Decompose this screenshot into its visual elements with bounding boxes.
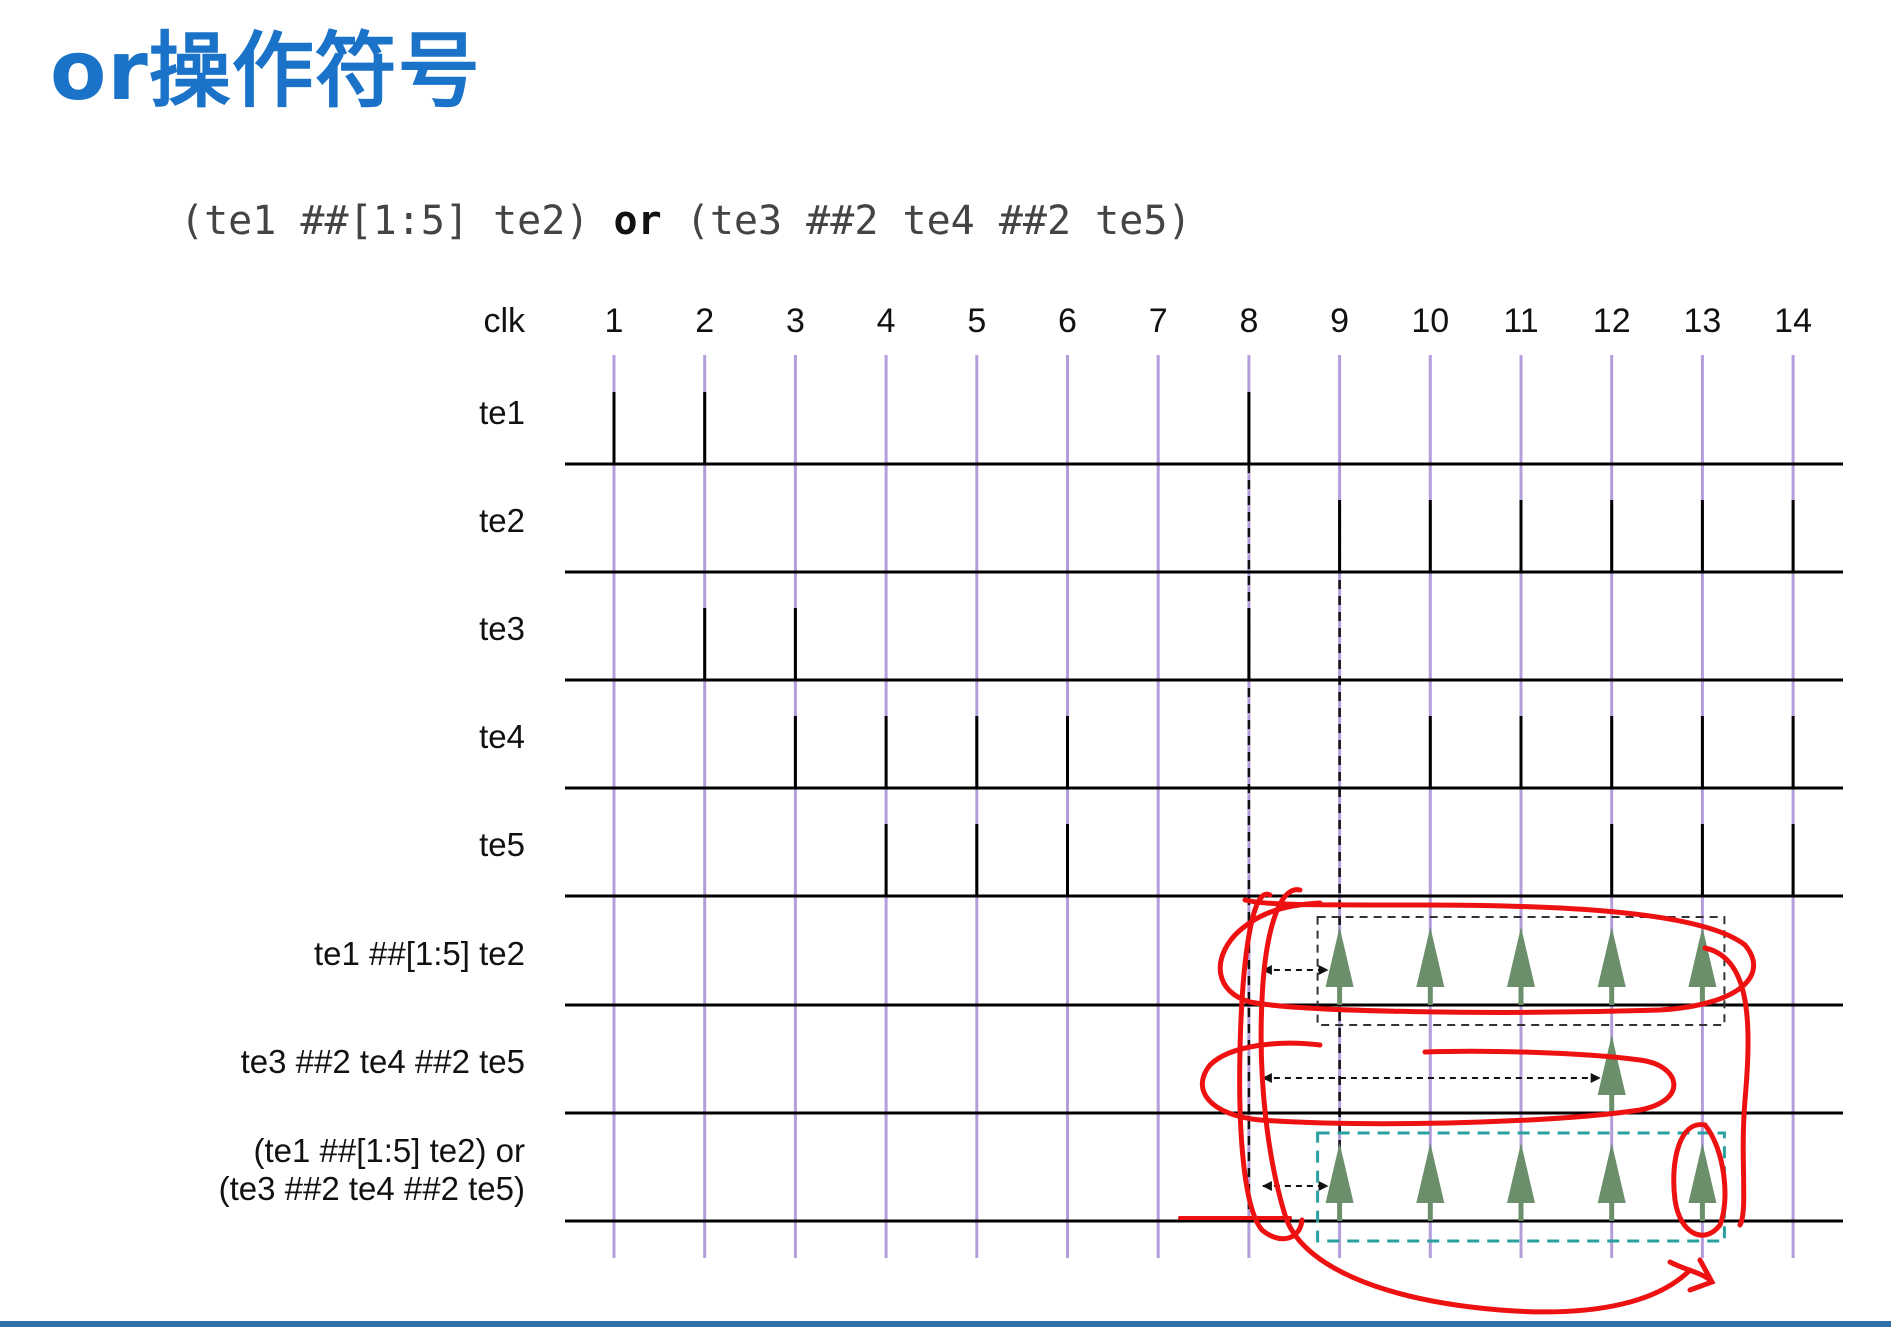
hand-drawn-annotation <box>1178 887 1757 1315</box>
match-dashed-box <box>1316 916 1726 1026</box>
clock-tick-label: 3 <box>786 302 805 340</box>
signal-label-seq1: te1 ##[1:5] te2 <box>314 935 525 972</box>
match-arrow <box>1597 1143 1626 1221</box>
clock-tick-label: 10 <box>1411 302 1449 340</box>
clock-gridlines <box>612 355 1795 1258</box>
clock-tick-label: 12 <box>1593 302 1631 340</box>
annotation-stroke <box>1237 891 1305 1242</box>
clock-tick-label: 14 <box>1774 302 1812 340</box>
clk-label: clk <box>483 302 526 340</box>
signal-labels: te1 te2 te3 te4 te5 te1 ##[1:5] te2 te3 ##2 te… <box>219 394 525 1207</box>
expression-right: (te3 ##2 te4 ##2 te5) <box>685 198 1192 244</box>
annotation-stroke <box>1667 1257 1716 1293</box>
clock-tick-label: 8 <box>1239 302 1258 340</box>
match-arrow-head <box>1325 927 1354 987</box>
annotation-stroke <box>1217 897 1757 1015</box>
match-arrow-head <box>1597 1035 1626 1095</box>
match-arrow-head <box>1688 1143 1717 1203</box>
match-arrow-head <box>1688 927 1717 987</box>
slide-footer-bar <box>0 1321 1891 1327</box>
clock-tick-label: 1 <box>605 302 624 340</box>
match-arrow-head <box>1507 927 1535 987</box>
match-arrow-head <box>1597 1143 1626 1203</box>
clock-tick-label: 11 <box>1503 302 1538 340</box>
signal-waveforms <box>565 392 1843 1243</box>
match-arrow-head <box>1325 1143 1354 1203</box>
expression-left: (te1 ##[1:5] te2) <box>180 198 590 244</box>
match-arrow <box>1507 927 1535 1005</box>
clock-tick-label: 7 <box>1149 302 1168 340</box>
match-arrow-head <box>1507 1143 1535 1203</box>
clock-tick-label: 4 <box>877 302 896 340</box>
match-arrow <box>1416 1143 1445 1221</box>
slide-title: or操作符号 <box>50 24 481 119</box>
match-arrow-head <box>1416 1143 1445 1203</box>
signal-label-or_result: (te3 ##2 te4 ##2 te5) <box>219 1170 525 1207</box>
signal-label-te5: te5 <box>479 826 525 863</box>
match-arrow <box>1325 927 1354 1005</box>
match-arrow <box>1597 927 1626 1005</box>
match-arrow <box>1416 927 1445 1005</box>
match-arrow <box>1325 1143 1354 1221</box>
signal-label-te2: te2 <box>479 502 525 539</box>
match-arrow-head <box>1597 927 1626 987</box>
clock-tick-label: 6 <box>1058 302 1077 340</box>
clock-tick-label: 13 <box>1683 302 1721 340</box>
signal-label-te3: te3 <box>479 610 525 647</box>
annotation-stroke <box>1702 945 1751 1228</box>
match-arrow-head <box>1416 927 1445 987</box>
expression-operator: or <box>613 198 662 244</box>
annotation-stroke <box>1199 1040 1677 1127</box>
sequence-expression: (te1 ##[1:5] te2) or (te3 ##2 te4 ##2 te… <box>180 198 1192 244</box>
match-arrow <box>1688 1143 1717 1221</box>
clock-tick-label: 5 <box>967 302 986 340</box>
match-arrow <box>1688 927 1717 1005</box>
clock-tick-label: 9 <box>1330 302 1349 340</box>
signal-label-te4: te4 <box>479 718 525 755</box>
clock-tick-label: 2 <box>695 302 714 340</box>
match-arrow <box>1597 1035 1626 1113</box>
match-arrow <box>1507 1143 1535 1221</box>
annotation-stroke <box>1258 887 1693 1315</box>
signal-label-or_result: (te1 ##[1:5] te2) or <box>254 1132 526 1169</box>
signal-label-seq2: te3 ##2 te4 ##2 te5 <box>241 1043 525 1080</box>
annotation-stroke <box>1671 1122 1728 1238</box>
signal-label-te1: te1 <box>479 394 525 431</box>
